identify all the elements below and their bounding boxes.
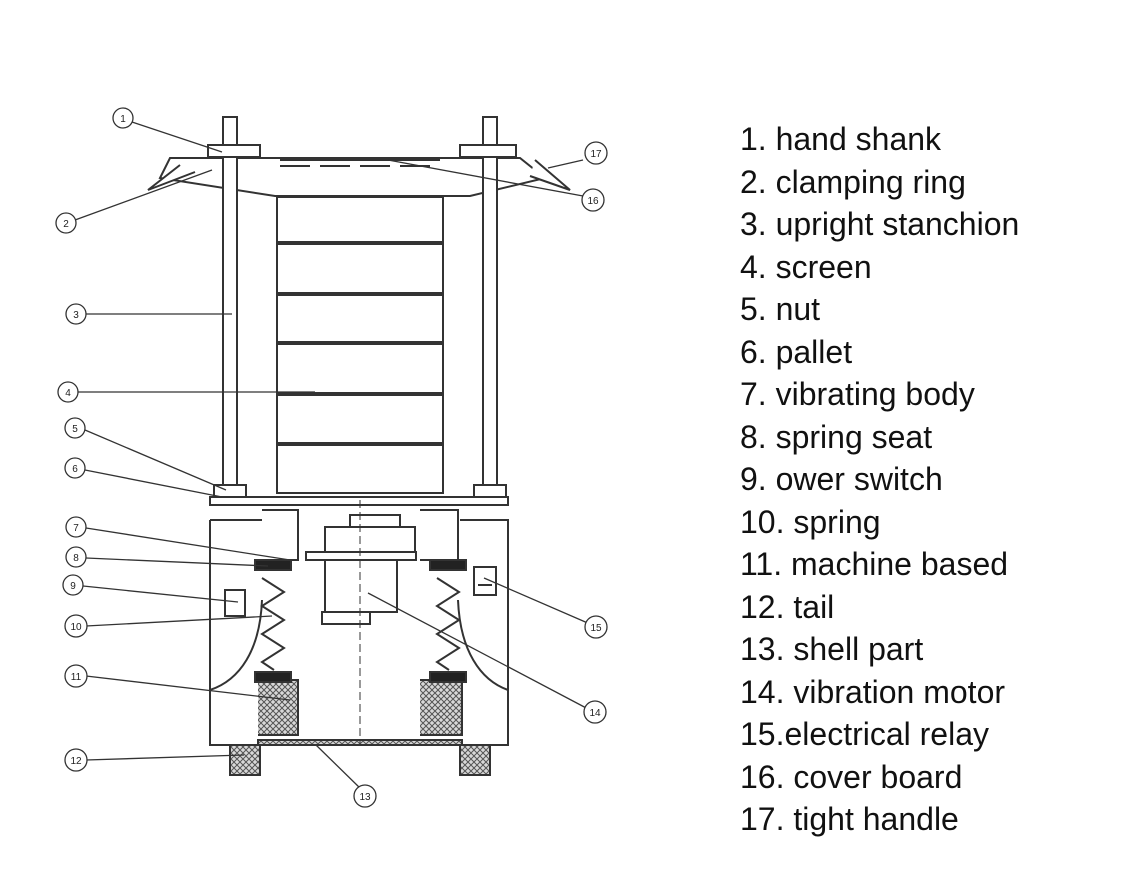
screen-stack	[276, 196, 444, 494]
callout-12: 12	[64, 748, 88, 772]
svg-text:1: 1	[120, 114, 126, 125]
callout-13: 13	[353, 784, 377, 808]
legend-item: 7. vibrating body	[740, 376, 975, 412]
sieve-shaker-diagram: 1 2 3 4 5 6 7 8 9 10 11 12 13 14 15 16 1…	[55, 107, 608, 808]
callout-1: 1	[112, 107, 134, 129]
callout-6: 6	[64, 457, 86, 479]
svg-text:3: 3	[73, 310, 79, 321]
cover-board	[158, 157, 548, 197]
vibration-motor	[305, 500, 417, 745]
svg-text:6: 6	[72, 464, 78, 475]
callout-11: 11	[64, 664, 88, 688]
tail-right	[459, 744, 491, 776]
callout-5: 5	[64, 417, 86, 439]
pallet	[209, 496, 509, 506]
spring-seat-right	[429, 559, 467, 571]
hand-shank-left	[207, 144, 261, 158]
svg-text:7: 7	[73, 523, 79, 534]
callout-10: 10	[64, 614, 88, 638]
legend-item: 9. ower switch	[740, 461, 943, 497]
stanchion-left	[222, 116, 238, 498]
tight-handle-right	[529, 159, 571, 191]
svg-text:4: 4	[65, 388, 71, 399]
tail-left	[229, 744, 261, 776]
legend-item: 11. machine based	[740, 546, 1009, 582]
spring-right	[435, 577, 461, 671]
legend-item: 10. spring	[740, 503, 881, 540]
callout-2: 2	[55, 212, 77, 234]
svg-text:17: 17	[590, 149, 602, 160]
legend-item: 14. vibration motor	[740, 673, 1006, 710]
parts-legend: 1. hand shank 2. clamping ring 3. uprigh…	[740, 118, 1019, 841]
callout-3: 3	[65, 303, 87, 325]
legend-item: 12. tail	[740, 588, 835, 625]
spring-seat-left	[254, 559, 292, 571]
spring-left	[260, 577, 286, 671]
callout-16: 16	[581, 188, 605, 212]
legend-item: 13. shell part	[740, 631, 924, 667]
callout-8: 8	[65, 546, 87, 568]
svg-text:8: 8	[73, 553, 79, 564]
callout-17: 17	[584, 141, 608, 165]
svg-text:10: 10	[70, 622, 82, 633]
svg-text:9: 9	[70, 581, 76, 592]
power-switch	[224, 589, 246, 617]
legend-item: 5. nut	[740, 291, 821, 327]
stanchion-right	[482, 116, 498, 498]
legend-item: 2. clamping ring	[740, 163, 966, 200]
svg-text:11: 11	[71, 672, 82, 683]
svg-text:5: 5	[72, 424, 78, 435]
callout-9: 9	[62, 574, 84, 596]
svg-text:12: 12	[70, 756, 82, 767]
callout-4: 4	[57, 381, 79, 403]
svg-text:2: 2	[63, 219, 69, 230]
svg-text:15: 15	[590, 623, 602, 634]
svg-text:14: 14	[589, 708, 601, 719]
legend-item: 4. screen	[740, 248, 872, 285]
tight-handle-left	[147, 164, 196, 191]
hand-shank-right	[459, 144, 517, 158]
legend-item: 17. tight handle	[740, 801, 959, 837]
callout-7: 7	[65, 516, 87, 538]
callout-14: 14	[583, 700, 607, 724]
legend-item: 15.electrical relay	[740, 716, 989, 752]
electrical-relay	[473, 566, 497, 596]
legend-item: 16. cover board	[740, 758, 963, 795]
legend-item: 6. pallet	[740, 333, 853, 370]
callout-15: 15	[584, 615, 608, 639]
svg-text:16: 16	[587, 196, 599, 207]
legend-item: 8. spring seat	[740, 418, 933, 455]
legend-item: 3. upright stanchion	[740, 206, 1020, 242]
nut-right	[473, 484, 507, 498]
svg-text:13: 13	[359, 792, 371, 803]
legend-item: 1. hand shank	[740, 121, 942, 157]
